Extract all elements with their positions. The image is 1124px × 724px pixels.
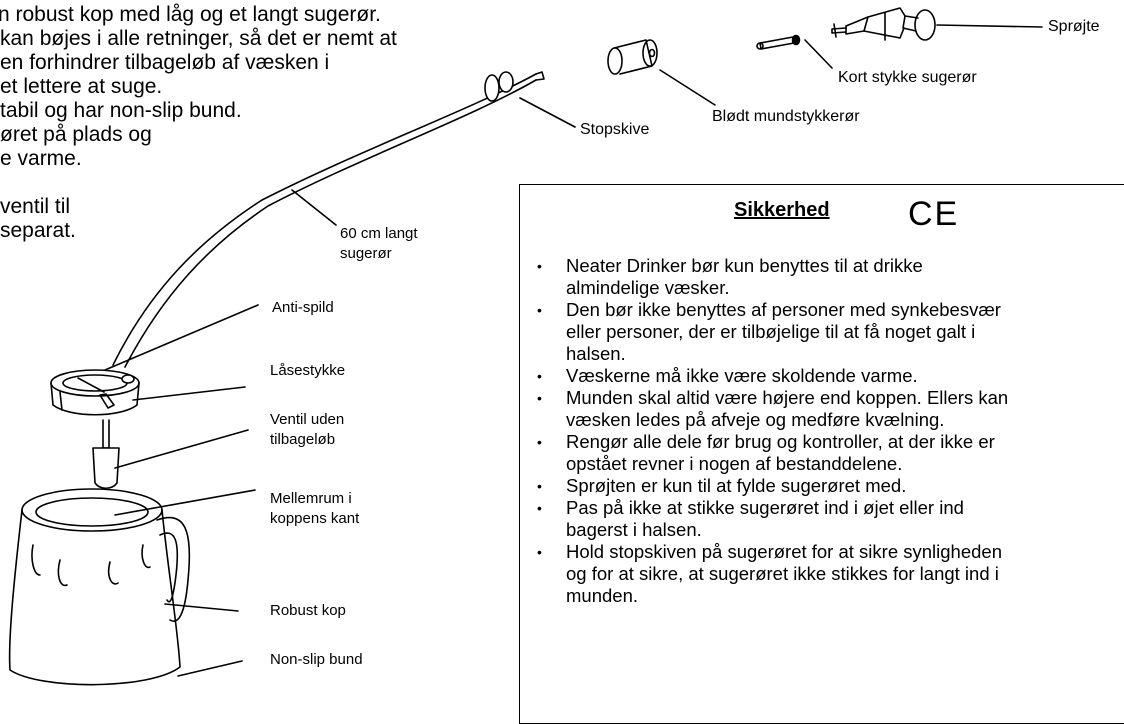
bullet-icon: • [537, 302, 542, 318]
long-straw-drawing [112, 71, 576, 368]
safety-item: • Neater Drinker bør kun benyttes til at … [520, 255, 1124, 299]
safety-title: Sikkerhed [734, 199, 830, 221]
intro-line-9: ventil til [0, 195, 71, 218]
safety-item-line: Sprøjten er kun til at fylde sugerøret m… [566, 475, 907, 496]
ce-mark-icon: CE [908, 195, 960, 233]
label-syringe: Sprøjte [1048, 18, 1100, 35]
lid-drawing [50, 304, 259, 416]
label-soft-mouthpiece: Blødt mundstykkerør [712, 108, 860, 125]
safety-list: • Neater Drinker bør kun benyttes til at … [520, 255, 1124, 607]
safety-item: • Hold stopskiven på sugerøret for at sik… [520, 541, 1124, 607]
intro-line-3: en forhindrer tilbageløb af væsken i [0, 51, 330, 74]
label-locking-piece: Låsestykke [270, 362, 346, 379]
safety-item-line: eller personer, der er tilbøjelige til a… [566, 321, 976, 342]
intro-line-10: separat. [0, 219, 76, 242]
bullet-icon: • [537, 368, 542, 384]
safety-item: • Munden skal altid være højere end koppe… [520, 387, 1124, 431]
label-short-straw: Kort stykke sugerør [838, 69, 977, 86]
label-long-straw-1: 60 cm langt [340, 225, 418, 242]
safety-item-line: opstået revner i nogen af bestanddelene. [566, 453, 903, 474]
instruction-page: n robust kop med låg og et langt sugerør… [0, 3, 1124, 724]
bullet-icon: • [537, 434, 542, 450]
safety-item-line: Hold stopskiven på sugerøret for at sikr… [566, 541, 1002, 562]
safety-item: • Rengør alle dele før brug og kontroller… [520, 431, 1124, 475]
label-long-straw-2: sugerør [340, 245, 392, 262]
safety-item: • Den bør ikke benyttes af personer med s… [520, 299, 1124, 365]
bullet-icon: • [537, 390, 542, 406]
safety-item-line: Den bør ikke benyttes af personer med sy… [566, 299, 1001, 320]
label-anti-spill: Anti-spild [272, 299, 334, 316]
safety-box: Sikkerhed CE • Neater Drinker bør kun ben… [519, 184, 1124, 724]
label-non-slip: Non-slip bund [270, 651, 363, 668]
intro-line-2: kan bøjes i alle retninger, så det er ne… [0, 27, 397, 50]
safety-item: • Sprøjten er kun til at fylde sugerøret … [520, 475, 1124, 497]
label-valve-2: tilbageløb [270, 431, 336, 448]
safety-item-line: Rengør alle dele før brug og kontroller,… [566, 431, 995, 452]
bullet-icon: • [537, 258, 542, 274]
intro-line-1: n robust kop med låg og et langt sugerør… [0, 3, 381, 26]
safety-item-line: munden. [566, 585, 638, 606]
bullet-icon: • [537, 500, 542, 516]
intro-line-4: et lettere at suge. [0, 75, 163, 98]
label-gap-1: Mellemrum i [270, 490, 352, 507]
cup-drawing [8, 488, 256, 686]
intro-line-6: øret på plads og [0, 123, 152, 146]
safety-item-line: og for at sikre, at sugerøret ikke stikk… [566, 563, 999, 584]
syringe-drawing [831, 7, 936, 41]
safety-item-line: Munden skal altid være højere end koppen… [566, 387, 1009, 408]
safety-item: • Væskerne må ikke være skoldende varme. [520, 365, 1124, 387]
safety-item-line: Neater Drinker bør kun benyttes til at d… [566, 255, 923, 276]
label-stop-disc: Stopskive [580, 121, 650, 138]
label-sturdy-cup: Robust kop [270, 602, 346, 619]
neater-drinker-illustration [8, 7, 1043, 686]
safety-item-line: almindelige væsker. [566, 277, 730, 298]
label-valve-1: Ventil uden [270, 411, 345, 428]
safety-item-line: bagerst i halsen. [566, 519, 702, 540]
safety-item-line: Væskerne må ikke være skoldende varme. [566, 365, 918, 386]
safety-item-line: halsen. [566, 343, 626, 364]
bullet-icon: • [537, 544, 542, 560]
bullet-icon: • [537, 478, 542, 494]
safety-item-line: væsken ledes på afveje og medføre kvælni… [566, 409, 945, 430]
label-gap-2: koppens kant [270, 510, 360, 527]
short-straw-drawing [756, 34, 833, 69]
safety-item-line: Pas på ikke at stikke sugerøret ind i øj… [566, 497, 964, 518]
soft-mouthpiece-drawing [607, 39, 716, 106]
safety-item: • Pas på ikke at stikke sugerøret ind i ø… [520, 497, 1124, 541]
valve-drawing [92, 419, 249, 490]
intro-line-7: e varme. [0, 147, 82, 170]
intro-line-5: tabil og har non-slip bund. [0, 99, 242, 122]
